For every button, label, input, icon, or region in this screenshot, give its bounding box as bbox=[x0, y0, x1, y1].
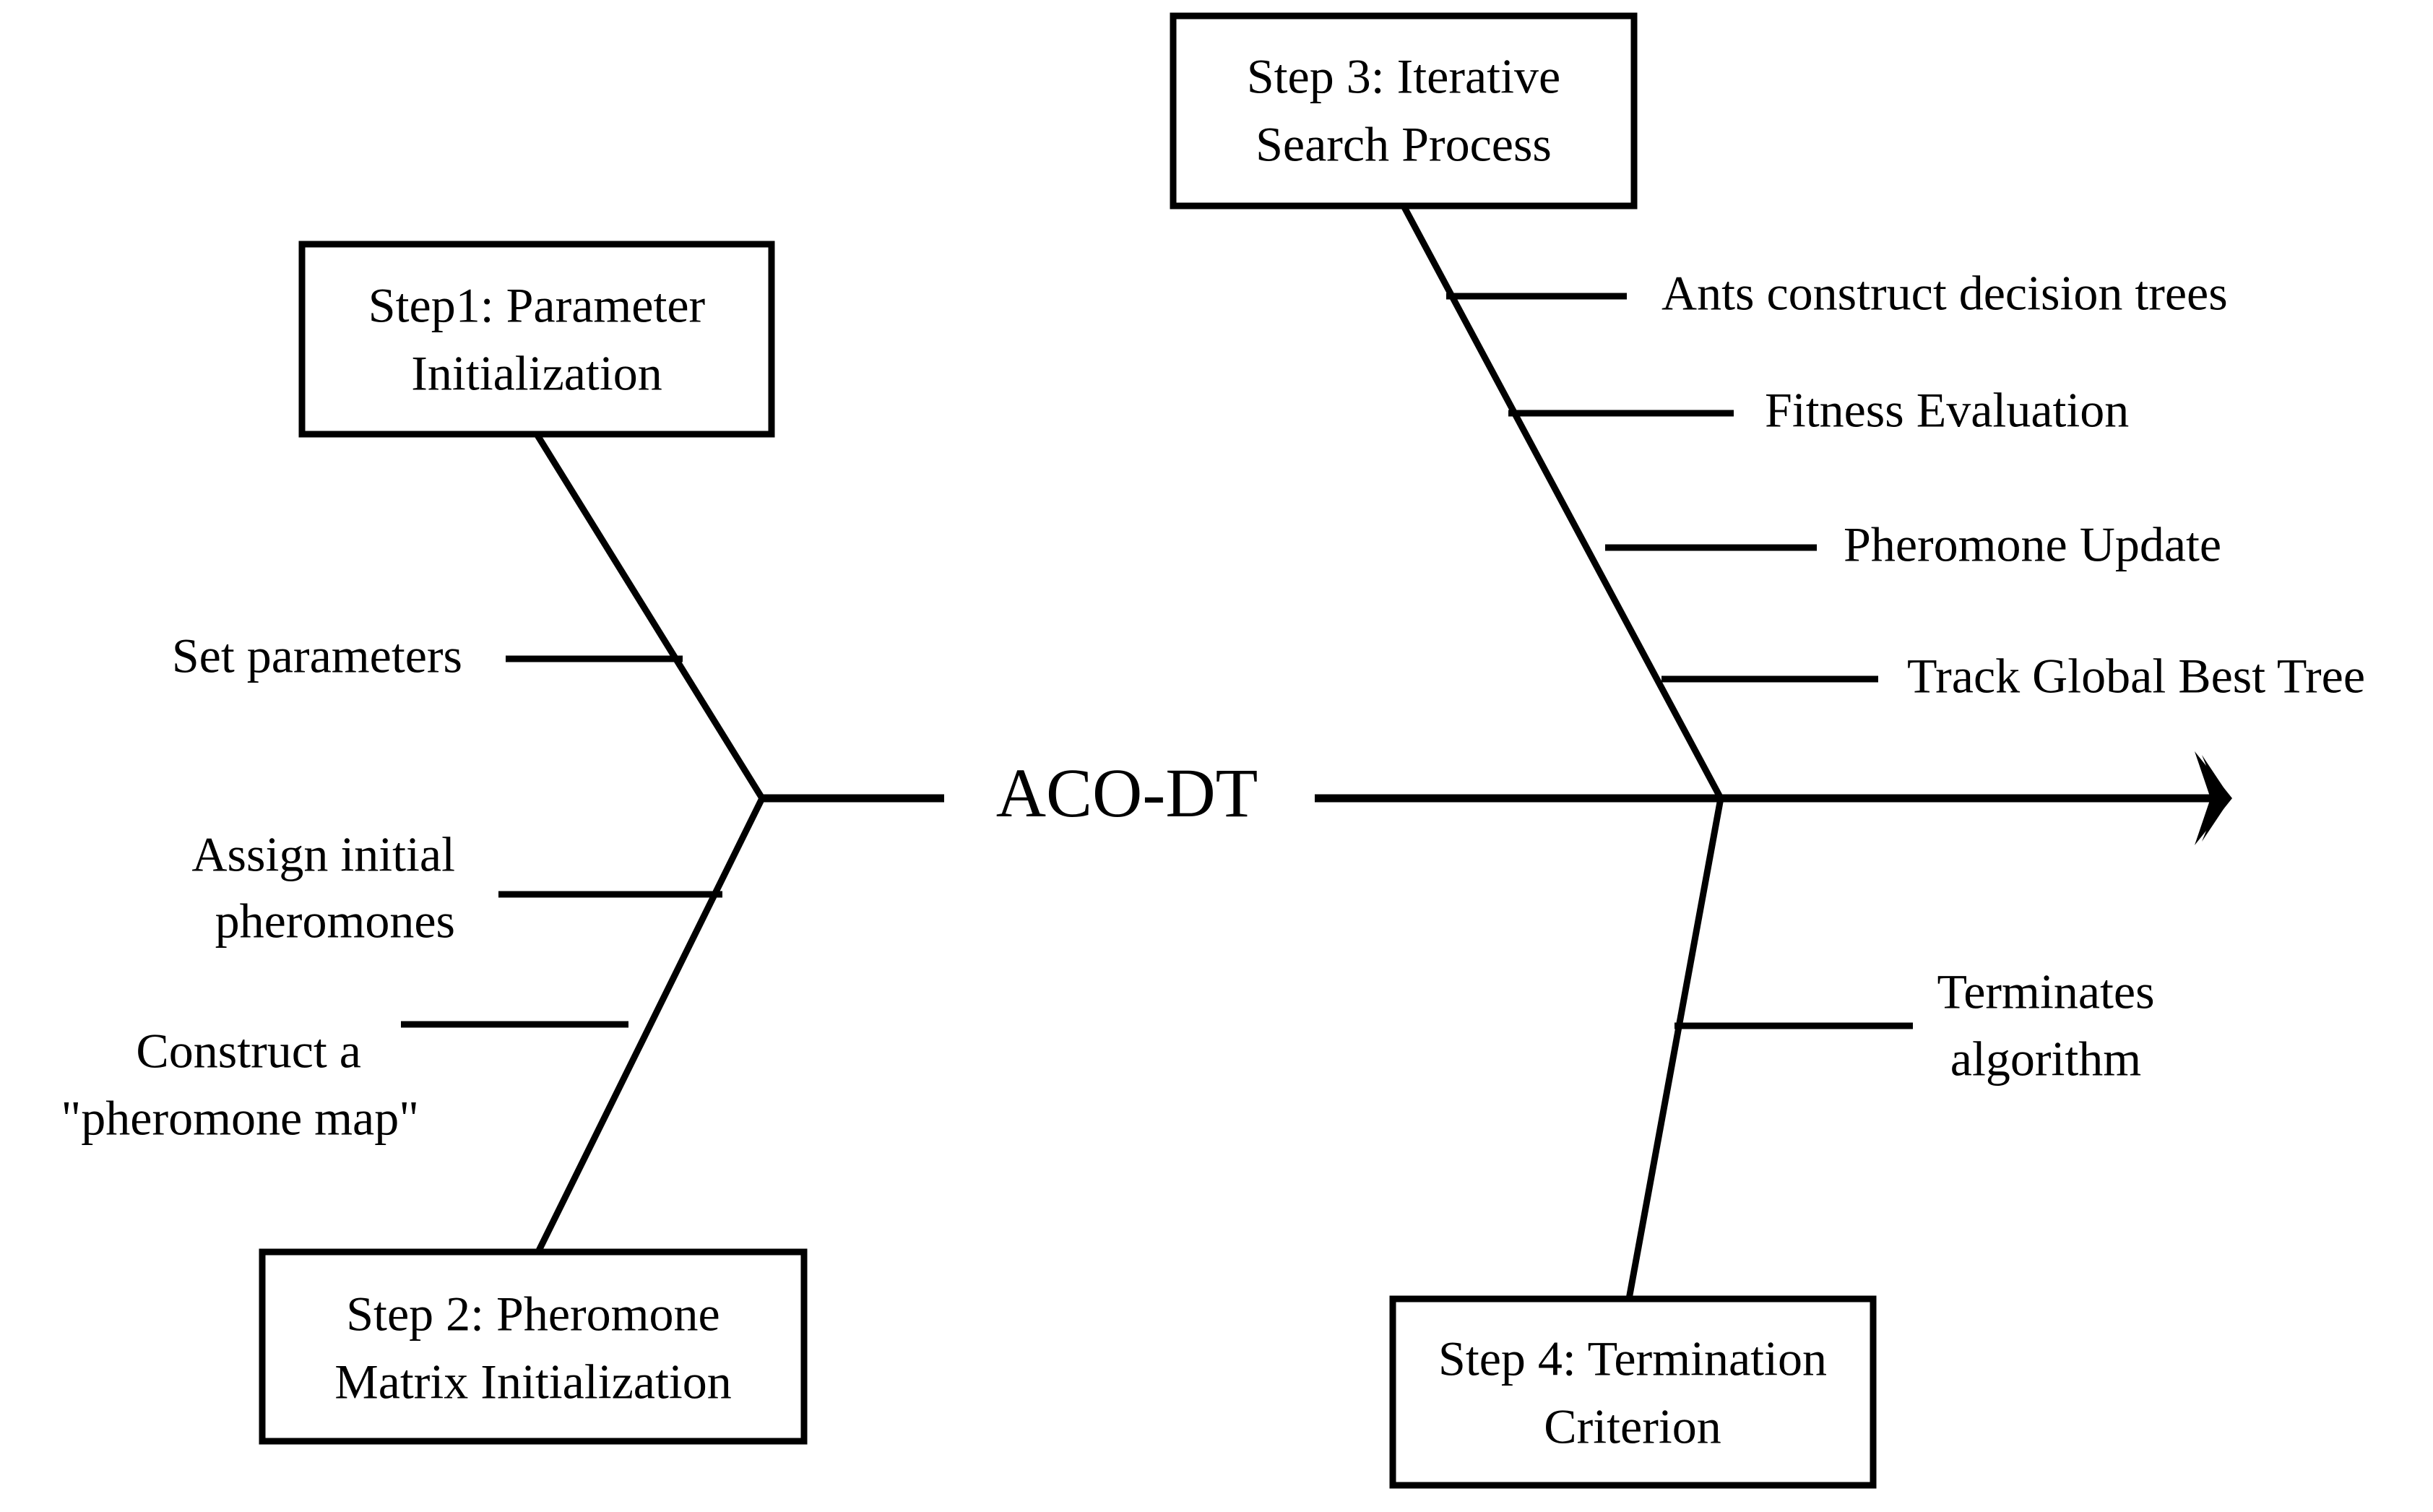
step4-box-label-line1: Step 4: Termination bbox=[1438, 1331, 1827, 1386]
step4-box-label-line2: Criterion bbox=[1544, 1399, 1721, 1454]
step1-box-label-line2: Initialization bbox=[411, 346, 662, 401]
step2-diagonal-bone bbox=[535, 797, 766, 1253]
step1-box-label-line1: Step1: Parameter bbox=[368, 278, 706, 333]
step2-box-label-line2: Matrix Initialization bbox=[334, 1355, 732, 1409]
spine-label: ACO-DT bbox=[996, 754, 1258, 831]
step1-branch-group: Step1: Parameter Initialization Set para… bbox=[172, 241, 775, 949]
step3-box-label-line1: Step 3: Iterative bbox=[1247, 49, 1560, 104]
step3-sub-label-3: Pheromone Update bbox=[1844, 517, 2221, 572]
step2-sub-label-1-line1: Construct a bbox=[136, 1024, 361, 1079]
step3-sub-label-4: Track Global Best Tree bbox=[1907, 649, 2365, 704]
main-spine-group: ACO-DT bbox=[762, 751, 2232, 845]
step3-sub-label-2: Fitness Evaluation bbox=[1765, 383, 2129, 438]
step3-diagonal-bone bbox=[1401, 204, 1724, 800]
step2-sub-label-1-line2: "pheromone map" bbox=[61, 1091, 420, 1146]
step3-box-label-line2: Search Process bbox=[1256, 117, 1552, 172]
step2-box-label-line1: Step 2: Pheromone bbox=[346, 1287, 720, 1342]
step1-sub-label-1: Set parameters bbox=[172, 628, 462, 683]
step3-branch-group: Step 3: Iterative Search Process Ants co… bbox=[1170, 12, 2365, 800]
step3-sub-label-1: Ants construct decision trees bbox=[1661, 266, 2228, 321]
step1-box[interactable] bbox=[298, 241, 775, 438]
step4-sub-label-1-line2: algorithm bbox=[1950, 1032, 2141, 1087]
step3-box[interactable] bbox=[1170, 12, 1638, 209]
step1-sub-label-2-line2: pheromones bbox=[215, 894, 455, 949]
step1-diagonal-bone bbox=[534, 432, 765, 800]
step4-branch-group: Step 4: Termination Criterion Terminates… bbox=[1389, 798, 2155, 1489]
step4-box[interactable] bbox=[1389, 1295, 1877, 1489]
step1-sub-label-2-line1: Assign initial bbox=[191, 827, 455, 882]
step2-box[interactable] bbox=[259, 1248, 808, 1445]
step4-diagonal-bone bbox=[1625, 798, 1724, 1300]
step2-branch-group: Step 2: Pheromone Matrix Initialization … bbox=[61, 797, 808, 1445]
arrow-head-shape-icon bbox=[2195, 751, 2232, 845]
step4-sub-label-1-line1: Terminates bbox=[1937, 964, 2154, 1019]
